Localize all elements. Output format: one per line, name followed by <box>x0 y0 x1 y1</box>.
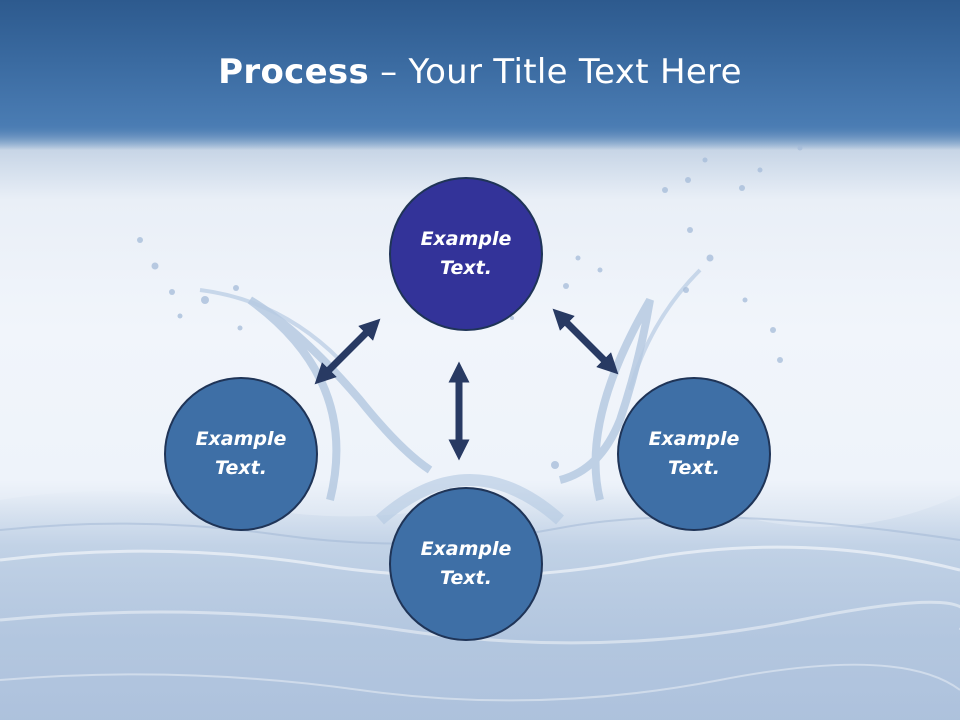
process-node-bottom: Example Text. <box>389 487 543 641</box>
process-node-left: Example Text. <box>164 377 318 531</box>
arrow-top-left <box>314 318 381 385</box>
process-node-right: Example Text. <box>617 377 771 531</box>
process-node-top: Example Text. <box>389 177 543 331</box>
arrow-top-right <box>552 308 619 375</box>
process-node-top-label: Example Text. <box>420 228 512 279</box>
process-node-right-label: Example Text. <box>648 428 740 479</box>
title-bold: Process <box>218 52 370 92</box>
title-rest: – Your Title Text Here <box>369 52 742 92</box>
process-node-bottom-label: Example Text. <box>420 538 512 589</box>
process-node-left-label: Example Text. <box>195 428 287 479</box>
page-title: Process – Your Title Text Here <box>0 52 960 92</box>
title-band <box>0 0 960 150</box>
